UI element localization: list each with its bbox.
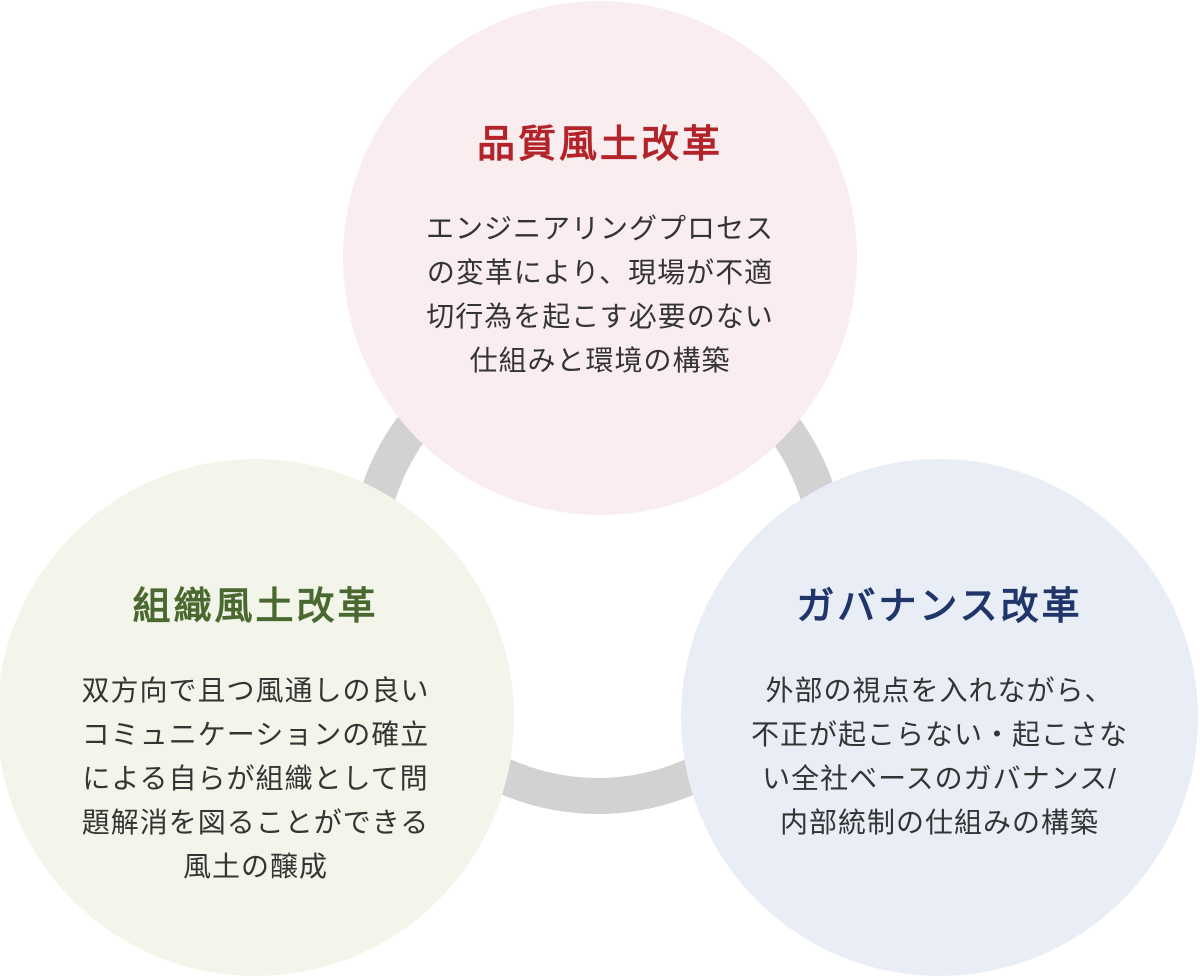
circle-quality-culture-reform: 品質風土改革 エンジニアリングプロセス の変革により、現場が不適 切行為を起こす…: [343, 1, 857, 515]
organizational-culture-reform-title: 組織風土改革: [132, 586, 379, 628]
governance-reform-description: 外部の視点を入れながら、 不正が起こらない・起こさな い全社ベースのガバナンス/…: [750, 675, 1128, 838]
organizational-culture-reform-description: 双方向で且つ風通しの良い コミュニケーションの確立 による自らが組織として問 題…: [81, 675, 430, 882]
governance-reform-title: ガバナンス改革: [796, 586, 1083, 628]
circle-governance-reform: ガバナンス改革 外部の視点を入れながら、 不正が起こらない・起こさな い全社ベー…: [681, 459, 1198, 976]
quality-culture-reform-title: 品質風土改革: [476, 124, 723, 166]
quality-culture-reform-description: エンジニアリングプロセス の変革により、現場が不適 切行為を起こす必要のない 仕…: [425, 213, 774, 376]
circle-organizational-culture-reform: 組織風土改革 双方向で且つ風通しの良い コミュニケーションの確立 による自らが組…: [0, 459, 514, 976]
